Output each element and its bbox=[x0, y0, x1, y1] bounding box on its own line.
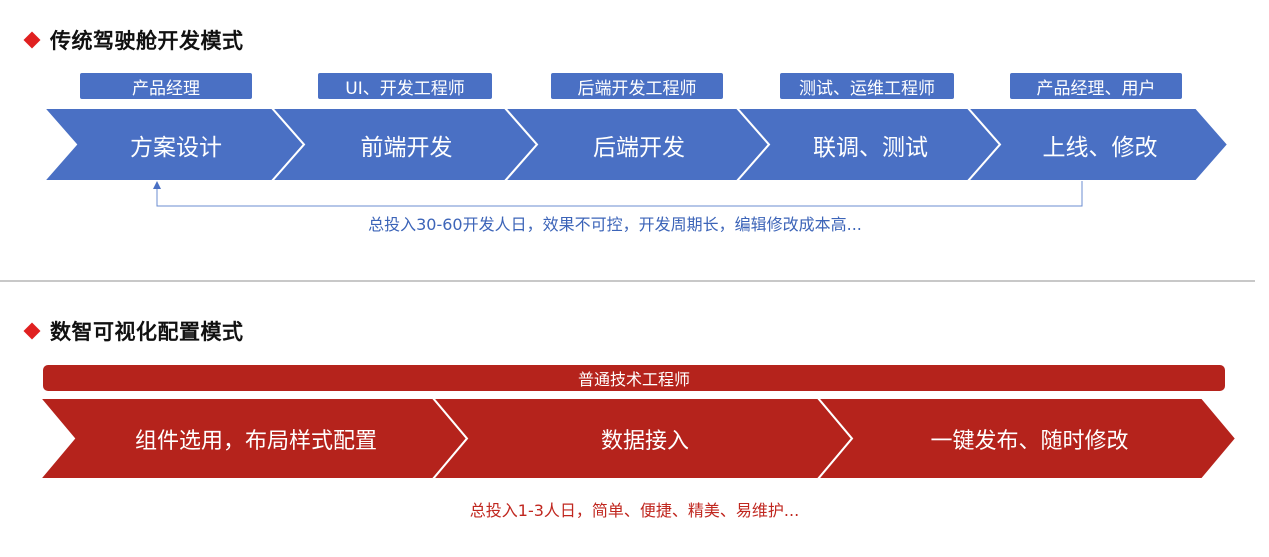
role-label-test-ops: 测试、运维工程师 bbox=[780, 73, 954, 99]
section-title-text: 传统驾驶舱开发模式 bbox=[50, 29, 244, 53]
chevron-step-4 bbox=[734, 107, 1002, 182]
role-label-pm-user: 产品经理、用户 bbox=[1010, 73, 1182, 99]
feedback-loop-line bbox=[156, 181, 1083, 207]
visual-summary-note: 总投入1-3人日，简单、便捷、精美、易维护... bbox=[469, 501, 800, 520]
chevron-red-step-2 bbox=[430, 397, 854, 480]
chevron-step-3 bbox=[502, 107, 771, 182]
chevron-red-step-1 bbox=[37, 397, 469, 480]
role-label-backend-dev: 后端开发工程师 bbox=[551, 73, 723, 99]
chevron-step-1 bbox=[41, 107, 306, 182]
section-title-visual: 数智可视化配置模式 bbox=[22, 316, 244, 346]
role-label-ui-dev: UI、开发工程师 bbox=[318, 73, 492, 99]
chevron-step-5 bbox=[965, 107, 1230, 182]
section-title-traditional: 传统驾驶舱开发模式 bbox=[22, 25, 244, 55]
chevron-red-step-3 bbox=[815, 397, 1238, 480]
feedback-arrow-head-icon bbox=[153, 181, 161, 189]
chevron-step-2 bbox=[269, 107, 539, 182]
section-divider bbox=[0, 280, 1255, 282]
role-label-product-manager: 产品经理 bbox=[80, 73, 252, 99]
diamond-bullet-icon bbox=[23, 322, 41, 340]
traditional-summary-note: 总投入30-60开发人日，效果不可控，开发周期长，编辑修改成本高... bbox=[368, 215, 862, 234]
section-title-text: 数智可视化配置模式 bbox=[50, 320, 244, 344]
role-banner-engineer: 普通技术工程师 bbox=[43, 365, 1225, 391]
